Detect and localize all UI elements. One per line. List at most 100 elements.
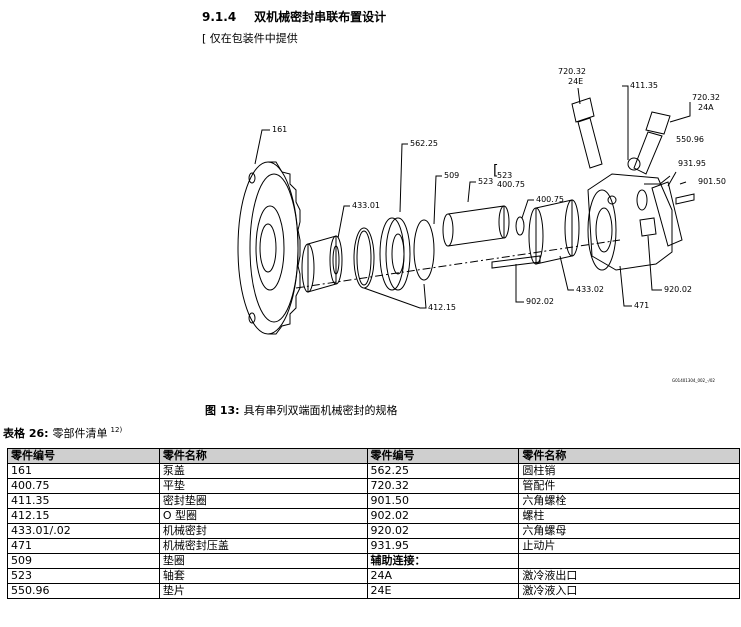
table-label: 表格 26: [3, 427, 49, 440]
shaft-sleeve-523 [442, 205, 510, 247]
cell: 机械密封 [158, 523, 368, 539]
cell: 止动片 [518, 538, 740, 554]
figure-caption-text: 具有串列双端面机械密封的规格 [243, 404, 398, 417]
stop-plate-931-95 [651, 181, 683, 247]
cell: 902.02 [366, 508, 520, 524]
cell: 圆柱销 [518, 463, 740, 479]
callout: 509 [444, 171, 459, 180]
cell [518, 553, 740, 569]
callout: 411.35 [630, 81, 658, 90]
table-header-row: 零件编号 零件名称 零件编号 零件名称 [7, 448, 740, 464]
callout: 433.02 [576, 285, 604, 294]
header-part-name: 零件名称 [158, 448, 368, 464]
cell: 激冷液入口 [518, 583, 740, 599]
cell: 471 [7, 538, 160, 554]
cell: 垫片 [158, 583, 368, 599]
cell: 螺柱 [518, 508, 740, 524]
header-part-name: 零件名称 [518, 448, 740, 464]
cell: 400.75 [7, 478, 160, 494]
callout: 24E [568, 77, 583, 86]
mech-seal-433-01 [301, 235, 343, 293]
seal-washer-411-35 [627, 157, 641, 171]
figure-caption: 图 13:具有串列双端面机械密封的规格 [205, 402, 398, 418]
callout: 920.02 [664, 285, 692, 294]
cell: 六角螺母 [518, 523, 740, 539]
pipe-fitting-720-32-24e [571, 97, 603, 169]
header-part-no: 零件编号 [366, 448, 520, 464]
cell: 垫圈 [158, 553, 368, 569]
callout: 931.95 [678, 159, 706, 168]
gasket-550-96 [636, 189, 648, 211]
callout: 433.01 [352, 201, 380, 210]
exploded-view-drawing: 161 433.01 562.25 509 523 523 400.75 400… [237, 67, 726, 383]
cell: 550.96 [7, 583, 160, 599]
table-caption-text: 零部件清单 [52, 427, 108, 440]
section-heading: 9.1.4 双机械密封串联布置设计 [202, 8, 386, 25]
cell: 931.95 [366, 538, 520, 554]
cell: 泵盖 [158, 463, 368, 479]
o-ring-412-15-b [413, 219, 435, 281]
cell: 901.50 [366, 493, 520, 509]
gasket-509 [379, 217, 411, 291]
cell: 机械密封压盖 [158, 538, 368, 554]
callout: 400.75 [497, 180, 525, 189]
mech-seal-433-02 [528, 199, 580, 265]
cell: 24A [366, 568, 520, 584]
callout: 400.75 [536, 195, 564, 204]
figure-label: 图 13: [205, 404, 240, 417]
cell: 411.35 [7, 493, 160, 509]
stud-902-02 [491, 255, 541, 269]
flat-gasket-400-75 [515, 216, 525, 236]
pipe-fitting-720-32-24a [633, 111, 671, 175]
header-part-no: 零件编号 [7, 448, 160, 464]
callout: 523 [497, 171, 512, 180]
cell: 轴套 [158, 568, 368, 584]
cell: 562.25 [366, 463, 520, 479]
callout: 901.50 [698, 177, 726, 186]
callout: 550.96 [676, 135, 704, 144]
hex-nut-920-02 [639, 217, 657, 237]
callout: 902.02 [526, 297, 554, 306]
callout: 720.32 [692, 93, 720, 102]
cell: 920.02 [366, 523, 520, 539]
callout: 471 [634, 301, 649, 310]
callout: 24A [698, 103, 714, 112]
callout: 562.25 [410, 139, 438, 148]
callout: 412.15 [428, 303, 456, 312]
callout: 720.32 [558, 67, 586, 76]
cell: 六角螺栓 [518, 493, 740, 509]
cell: 24E [366, 583, 520, 599]
section-number: 9.1.4 [202, 10, 237, 24]
section-title: 双机械密封串联布置设计 [254, 10, 387, 24]
supply-note: [ 仅在包装件中提供 [202, 32, 298, 45]
callout: 161 [272, 125, 287, 134]
svg-text:[: [ [493, 163, 498, 179]
cell: 412.15 [7, 508, 160, 524]
cell: O 型圈 [158, 508, 368, 524]
cell: 433.01/.02 [7, 523, 160, 539]
cell: 密封垫圈 [158, 493, 368, 509]
cell: 激冷液出口 [518, 568, 740, 584]
cell: 509 [7, 553, 160, 569]
callout: 523 [478, 177, 493, 186]
cell: 平垫 [158, 478, 368, 494]
seal-gland-471 [587, 173, 673, 271]
pump-cover-161 [237, 161, 301, 335]
aux-connections-heading: 辅助连接： [366, 553, 520, 569]
drawing-id: G01401304_002_-/02 [672, 378, 715, 383]
cell: 720.32 [366, 478, 520, 494]
cell: 523 [7, 568, 160, 584]
cell: 161 [7, 463, 160, 479]
cell: 管配件 [518, 478, 740, 494]
